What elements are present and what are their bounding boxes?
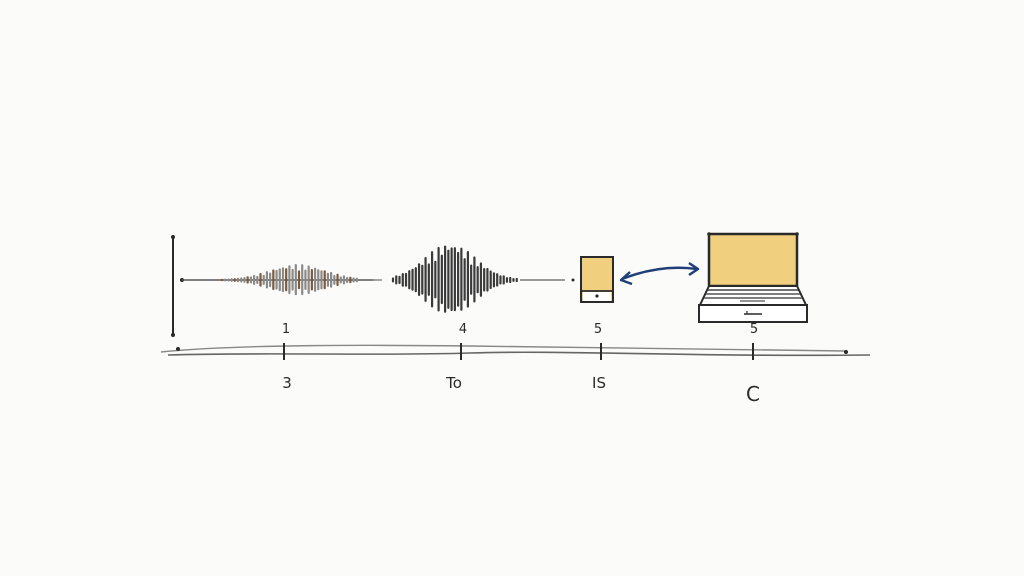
top-label: 1 <box>281 322 291 337</box>
weak-waveform <box>220 264 358 296</box>
bottom-label: C <box>746 382 760 406</box>
strong-waveform <box>391 245 518 313</box>
signal-baseline <box>180 278 575 282</box>
vertical-axis <box>171 235 175 337</box>
timeline-axis <box>160 344 871 357</box>
top-label: 5 <box>593 322 603 337</box>
laptop-icon <box>698 232 808 323</box>
double-arrow-icon <box>619 261 700 286</box>
bottom-label: To <box>446 374 462 392</box>
bottom-label: IS <box>592 374 606 392</box>
smartphone-icon <box>580 256 614 303</box>
timeline-ticks <box>283 343 754 360</box>
bottom-label: 3 <box>282 374 292 392</box>
top-label: 5 <box>749 322 759 337</box>
top-label: 4 <box>458 322 468 337</box>
